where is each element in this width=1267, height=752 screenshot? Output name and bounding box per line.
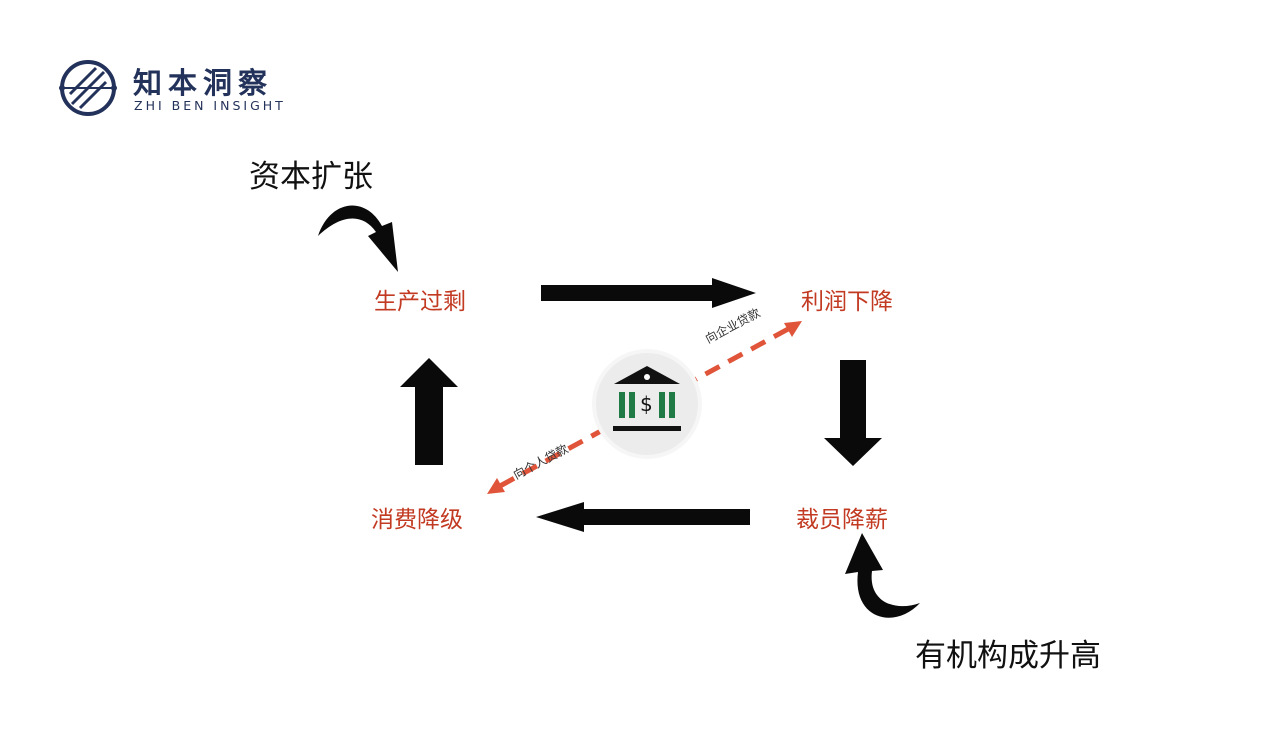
label-capital-expansion: 资本扩张 (249, 159, 373, 195)
arrow-right (541, 278, 756, 308)
brand-subtitle: ZHI BEN INSIGHT (134, 98, 286, 113)
node-profit-decline: 利润下降 (801, 289, 893, 315)
arrow-down (824, 360, 882, 466)
curved-arrow-capital (318, 205, 398, 272)
bank-icon (592, 349, 702, 459)
brand-name: 知本洞察 (133, 66, 274, 100)
arrow-left (536, 502, 750, 532)
node-overproduction: 生产过剩 (374, 289, 466, 315)
node-layoffs: 裁员降薪 (796, 507, 888, 533)
dollar-icon: $ (640, 392, 653, 416)
logo-icon (59, 60, 117, 116)
curved-arrow-organic (845, 533, 920, 618)
node-consumption-downgrade: 消费降级 (371, 507, 463, 533)
label-organic-composition: 有机构成升高 (915, 638, 1101, 674)
arrow-up (400, 358, 458, 465)
